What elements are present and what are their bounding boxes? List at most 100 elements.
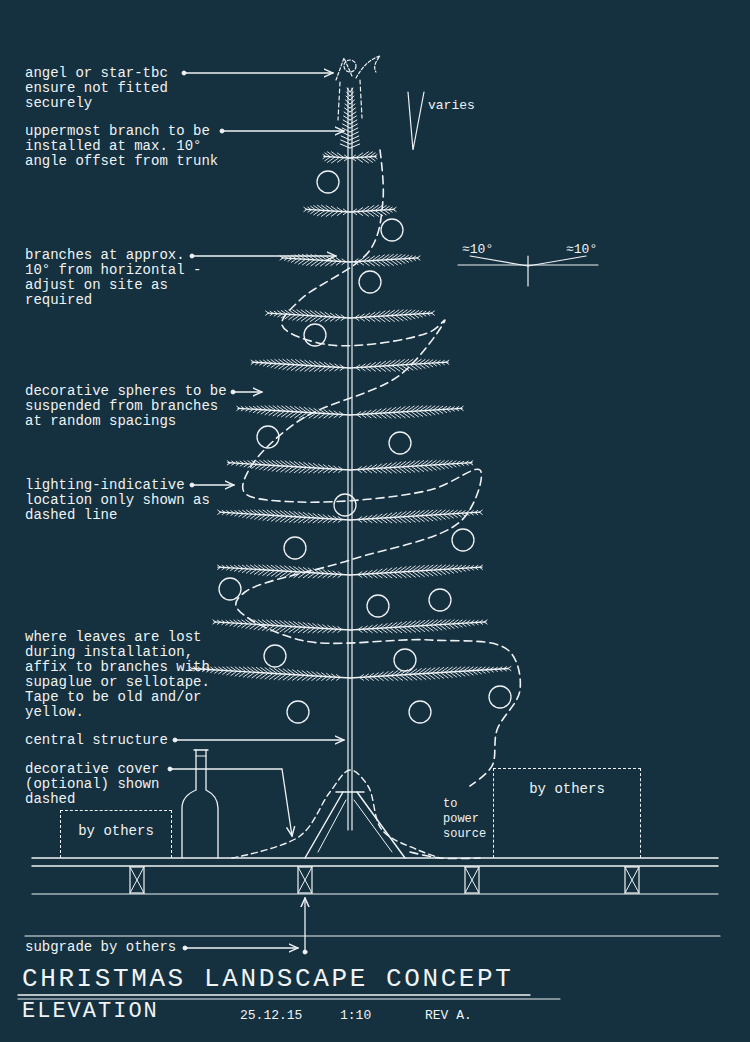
needle [267, 510, 275, 515]
needle [304, 462, 311, 467]
needle [386, 254, 394, 260]
needle [244, 464, 248, 467]
needle [350, 116, 356, 120]
needle [273, 406, 280, 411]
needle [345, 104, 350, 108]
needle [384, 463, 391, 468]
needle [421, 565, 429, 570]
leader-line [175, 739, 344, 740]
bottle [182, 750, 218, 858]
needle [346, 96, 350, 100]
needle [490, 670, 493, 672]
needle [503, 667, 506, 669]
leader-line [185, 947, 298, 948]
needle [352, 155, 356, 158]
needle [381, 255, 389, 261]
needle [398, 512, 406, 517]
needle [251, 360, 254, 362]
needle [285, 511, 293, 517]
annotation: decorative cover (optional) shown dashed [25, 762, 176, 807]
needle [350, 136, 359, 140]
needle [384, 408, 391, 413]
needle [428, 363, 433, 366]
needle [339, 470, 343, 473]
needle [276, 461, 284, 466]
needle [421, 510, 429, 515]
needle [303, 513, 310, 518]
needle [343, 124, 350, 128]
joist [625, 867, 639, 893]
needle [462, 620, 466, 623]
needle [322, 677, 327, 681]
needle [382, 311, 390, 317]
needle [231, 511, 234, 513]
needle [341, 315, 345, 318]
needle [475, 620, 478, 622]
needle [290, 461, 298, 467]
needle [427, 313, 430, 315]
needle [361, 414, 366, 417]
needle [462, 623, 466, 626]
needle [359, 261, 364, 265]
needle [315, 311, 323, 316]
needle [481, 667, 485, 670]
needle [297, 670, 304, 675]
annotation: angel or star-tbc ensure not fitted secu… [25, 66, 176, 111]
needle [350, 124, 357, 128]
needle [389, 210, 393, 212]
needle [222, 510, 225, 512]
needle [475, 565, 478, 567]
needle [235, 511, 239, 514]
needle [446, 360, 449, 362]
needle [479, 565, 482, 567]
needle [267, 363, 272, 366]
needle [320, 312, 327, 317]
angel-outline [338, 80, 362, 120]
needle [239, 510, 243, 513]
needle [280, 621, 288, 627]
leader-line [233, 391, 262, 392]
annotation: uppermost branch to be installed at max.… [25, 124, 227, 169]
needle [407, 511, 415, 517]
needle [333, 629, 338, 632]
needle [341, 318, 345, 321]
needle [357, 415, 361, 418]
needle [357, 212, 363, 216]
needle [340, 368, 344, 371]
needle [332, 674, 337, 677]
box-label: by others [78, 824, 154, 839]
needle [278, 314, 282, 317]
needle [280, 566, 288, 572]
needle [461, 568, 465, 571]
needle [357, 467, 361, 470]
decorative-sphere [452, 529, 474, 551]
needle [242, 569, 247, 573]
angle-detail [470, 256, 528, 266]
needle [363, 629, 368, 632]
needle [499, 667, 502, 669]
leader-line [222, 130, 344, 131]
needle [247, 514, 253, 518]
needle [227, 671, 233, 675]
needle [362, 466, 367, 469]
needle [301, 310, 309, 316]
needle [289, 621, 297, 627]
needle [290, 406, 298, 412]
decorative-sphere [367, 595, 389, 617]
needle [451, 407, 454, 409]
needle [285, 461, 293, 467]
needle [297, 310, 305, 315]
annotation: where leaves are lost during installatio… [25, 630, 210, 720]
annotation: to power source [443, 797, 486, 842]
needle [217, 620, 220, 622]
needle [484, 622, 487, 624]
needle [448, 514, 454, 518]
needle [406, 406, 414, 412]
needle [338, 575, 342, 578]
needle [304, 407, 312, 412]
needle [456, 407, 459, 409]
needle [295, 407, 303, 413]
needle [294, 462, 302, 468]
needle [284, 621, 292, 627]
joist [130, 867, 144, 893]
